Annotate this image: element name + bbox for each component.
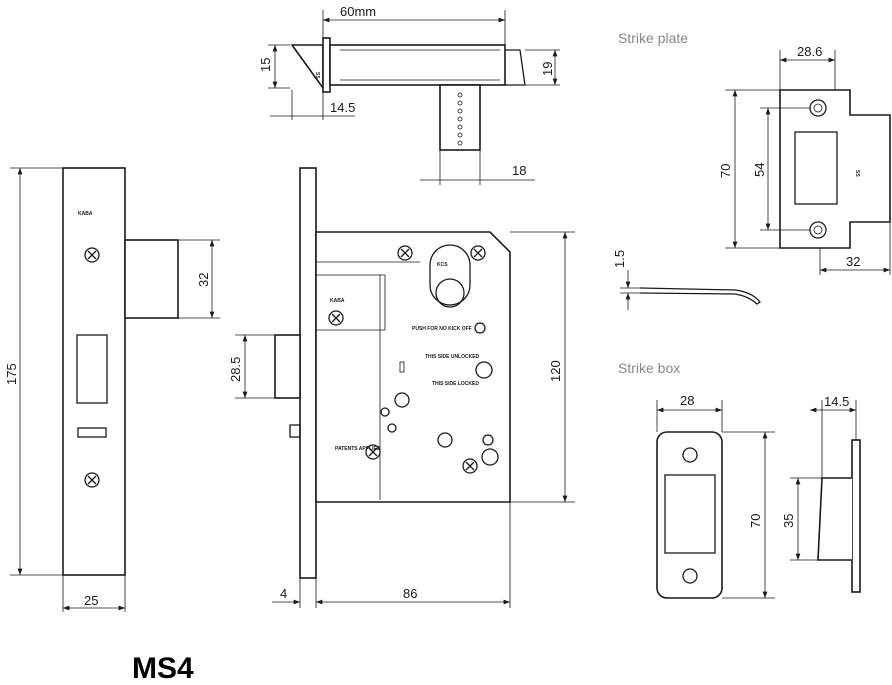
lock-body-view: KCS KABA PUSH FOR NO KICK OFF THIS SIDE … bbox=[228, 167, 575, 608]
label-patents: PATENTS APPLIED bbox=[335, 446, 381, 452]
dim-backset: 86 bbox=[403, 586, 417, 601]
dim-depth: 14.5 bbox=[824, 394, 849, 409]
mark-ss: SS bbox=[854, 170, 860, 177]
dim-height: 70 bbox=[718, 164, 733, 178]
strike-plate-view: Strike plate SS 28.6 70 54 32 1.5 bbox=[612, 30, 891, 310]
brand-logo: KABA bbox=[330, 298, 345, 304]
model-title: MS4 bbox=[132, 652, 194, 685]
dim-bolt: 28.5 bbox=[228, 357, 243, 382]
dim-faceplate: 4 bbox=[280, 586, 287, 601]
dim-body-height: 19 bbox=[540, 62, 555, 76]
strike-plate-profile bbox=[639, 287, 761, 305]
bolt-hole bbox=[76, 334, 108, 404]
brand-logo: KABA bbox=[78, 211, 93, 217]
bolt bbox=[274, 334, 301, 399]
dim-lip: 32 bbox=[846, 254, 860, 269]
dim-width: 28 bbox=[680, 393, 694, 408]
cylinder-top bbox=[439, 84, 481, 151]
mark-ss: SS bbox=[314, 72, 320, 79]
cylinder bbox=[429, 244, 471, 306]
dim-latch: 14.5 bbox=[330, 100, 355, 115]
dim-width: 60mm bbox=[340, 4, 376, 19]
dim-height: 175 bbox=[4, 363, 19, 385]
latch-slot bbox=[77, 427, 107, 438]
label-unlocked: THIS SIDE UNLOCKED bbox=[425, 354, 480, 360]
faceplate-top bbox=[322, 37, 331, 93]
top-view: SS 60mm 15 14.5 19 18 bbox=[258, 4, 560, 185]
dim-height: 70 bbox=[748, 514, 763, 528]
bolt bbox=[124, 239, 179, 319]
strike-box-view: Strike box 28 70 14.5 35 bbox=[618, 360, 861, 599]
dim-holes: 54 bbox=[752, 163, 767, 177]
front-faceplate-view: KABA 175 32 25 bbox=[4, 167, 220, 612]
dim-box-height: 35 bbox=[781, 514, 796, 528]
caption-strike-box: Strike box bbox=[618, 360, 680, 376]
dim-faceplate-height: 15 bbox=[258, 58, 273, 72]
dim-width: 28.6 bbox=[797, 44, 822, 59]
label-locked: THIS SIDE LOCKED bbox=[432, 381, 479, 387]
label-push: PUSH FOR NO KICK OFF bbox=[412, 326, 472, 332]
dim-width: 25 bbox=[84, 593, 98, 608]
dim-cylinder: 18 bbox=[512, 163, 526, 178]
caption-strike-plate: Strike plate bbox=[618, 30, 688, 46]
case-top bbox=[329, 44, 506, 86]
strike-box-side bbox=[817, 477, 852, 561]
dim-bolt: 32 bbox=[196, 273, 211, 287]
cylinder-brand: KCS bbox=[437, 262, 448, 268]
latch-top bbox=[290, 44, 324, 91]
dim-thickness: 1.5 bbox=[612, 250, 627, 268]
dim-height: 120 bbox=[548, 360, 563, 382]
